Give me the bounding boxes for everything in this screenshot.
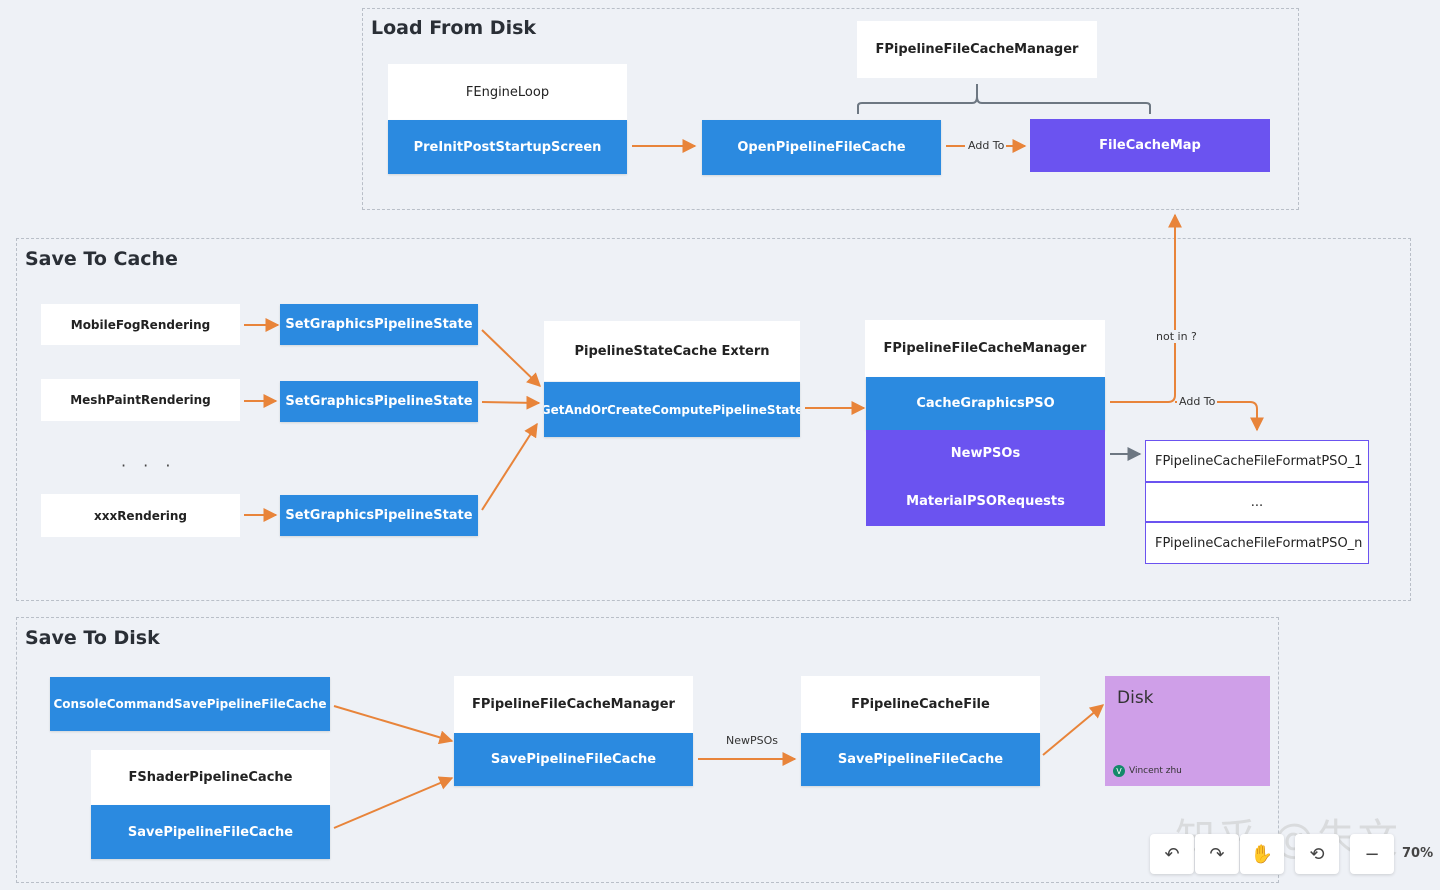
group-save-to-disk xyxy=(16,617,1279,883)
arrow-addto-format xyxy=(1175,401,1264,432)
zoom-out-icon[interactable]: − xyxy=(1350,834,1394,874)
shader-save-node[interactable]: SavePipelineFileCache xyxy=(91,805,330,859)
arrow-shader-manager xyxy=(333,776,454,829)
set-gps-node-1[interactable]: SetGraphicsPipelineState xyxy=(280,304,478,345)
not-in-label: not in ? xyxy=(1154,330,1199,343)
disk-author: V Vincent zhu xyxy=(1113,765,1182,777)
preinit-node[interactable]: PreInitPostStartupScreen xyxy=(388,120,627,174)
file-save-node[interactable]: SavePipelineFileCache xyxy=(801,733,1040,786)
mobilefog-node[interactable]: MobileFogRendering xyxy=(41,304,240,345)
manager-cache-box: FPipelineFileCacheManager xyxy=(865,320,1105,377)
group-title-disk: Save To Disk xyxy=(25,627,160,649)
avatar: V xyxy=(1113,765,1125,777)
group-title-load: Load From Disk xyxy=(371,17,537,39)
brace xyxy=(857,84,1151,114)
manager-save-node[interactable]: SavePipelineFileCache xyxy=(454,733,693,786)
format-pso-ellipsis[interactable]: ... xyxy=(1145,482,1369,522)
extern-box: PipelineStateCache Extern xyxy=(544,321,800,381)
new-psos-node[interactable]: NewPSOs xyxy=(866,430,1105,477)
get-or-create-node[interactable]: GetAndOrCreateComputePipelineState xyxy=(544,382,800,437)
material-requests-node[interactable]: MaterialPSORequests xyxy=(866,477,1105,526)
arrow-notin-filecachemap xyxy=(1110,213,1182,403)
history-icon[interactable]: ⟲ xyxy=(1295,834,1339,874)
newpsos-label-disk: NewPSOs xyxy=(724,734,780,747)
meshpaint-node[interactable]: MeshPaintRendering xyxy=(41,379,240,421)
add-to-label-load: Add To xyxy=(966,139,1007,152)
manager-disk-box: FPipelineFileCacheManager xyxy=(454,676,693,733)
group-load-from-disk xyxy=(362,8,1299,210)
xxx-node[interactable]: xxxRendering xyxy=(41,494,240,537)
cache-gpso-node[interactable]: CacheGraphicsPSO xyxy=(866,377,1105,430)
filecachemap-node[interactable]: FileCacheMap xyxy=(1030,119,1270,172)
arrow-set2-get xyxy=(481,395,541,410)
console-command-node[interactable]: ConsoleCommandSavePipelineFileCache xyxy=(50,677,330,731)
add-to-label-cache: Add To xyxy=(1177,395,1218,408)
undo-icon[interactable]: ↶ xyxy=(1150,834,1194,874)
fengineloop-box: FEngineLoop xyxy=(388,64,627,120)
arrow-set3-get xyxy=(481,422,538,511)
arrow-console-manager xyxy=(333,705,454,745)
ellipsis-label: · · · xyxy=(121,456,177,475)
open-cache-node[interactable]: OpenPipelineFileCache xyxy=(702,120,941,175)
set-gps-node-3[interactable]: SetGraphicsPipelineState xyxy=(280,495,478,536)
group-save-to-cache xyxy=(16,238,1411,601)
arrow-set1-get xyxy=(481,329,542,387)
shader-cache-box: FShaderPipelineCache xyxy=(91,750,330,805)
set-gps-node-2[interactable]: SetGraphicsPipelineState xyxy=(280,381,478,422)
format-pso-1[interactable]: FPipelineCacheFileFormatPSO_1 xyxy=(1145,440,1369,482)
disk-title: Disk xyxy=(1117,688,1154,708)
hand-icon[interactable]: ✋ xyxy=(1240,834,1284,874)
arrow-file-disk xyxy=(1042,704,1105,756)
group-title-cache: Save To Cache xyxy=(25,248,178,270)
disk-sticky-note[interactable]: Disk V Vincent zhu xyxy=(1105,676,1270,786)
manager-load-box: FPipelineFileCacheManager xyxy=(857,21,1097,78)
author-name: Vincent zhu xyxy=(1129,766,1182,776)
redo-icon[interactable]: ↷ xyxy=(1195,834,1239,874)
zoom-level[interactable]: 70% xyxy=(1402,846,1434,861)
format-pso-n[interactable]: FPipelineCacheFileFormatPSO_n xyxy=(1145,522,1369,564)
cache-file-box: FPipelineCacheFile xyxy=(801,676,1040,733)
